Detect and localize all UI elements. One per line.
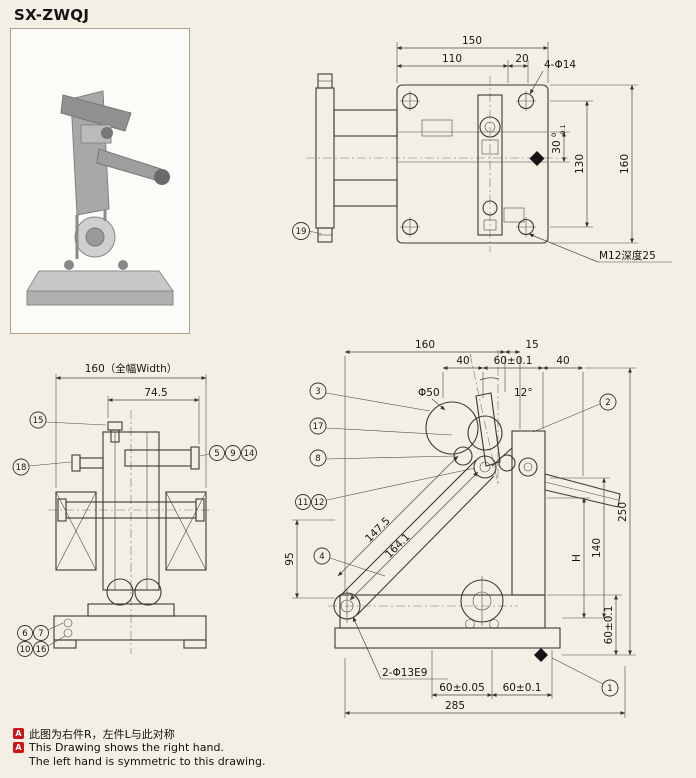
balloon-8: 8 [309,449,457,467]
svg-text:19: 19 [296,227,307,237]
dim-95: 95 [284,552,296,565]
dim-150: 150 [462,35,482,47]
note-marker-a: A [13,728,24,739]
svg-text:18: 18 [16,463,27,473]
dim-160v: 160 [619,154,631,174]
balloon-17: 17 [309,417,453,436]
balloon-1: 1 [551,657,619,697]
note-marker-a2: A [13,742,24,753]
top-view-drawing: 150 110 20 4-Φ14 30 0 -0.1 130 [292,35,672,263]
dim-140: 140 [591,538,603,558]
svg-text:5: 5 [214,449,219,459]
side-view-dimensions: 160 15 40 60±0.1 40 12° Φ50 250 [284,339,636,718]
notes: A 此图为右件R，左件L与此对称 A This Drawing shows th… [13,727,265,769]
product-photo-illustration [26,90,174,306]
note-line3: The left hand is symmetric to this drawi… [29,755,266,768]
dim-angle-12: 12° [514,387,533,399]
dim-4xphi14: 4-Φ14 [544,59,576,71]
dim-20: 20 [515,53,528,65]
balloon-3: 3 [309,382,431,412]
svg-text:17: 17 [313,422,324,432]
note-line1: 此图为右件R，左件L与此对称 [29,727,175,741]
svg-text:12: 12 [314,498,325,508]
dim-60-01: 60±0.1 [503,682,542,694]
dim-H: H [571,554,583,562]
dim-overall-width: 160（全幅Width） [85,362,178,375]
svg-text:9: 9 [230,449,235,459]
svg-text:8: 8 [315,454,320,464]
note-row-en1: A This Drawing shows the right hand. [13,741,265,754]
dim-74-5: 74.5 [144,387,167,399]
top-view-dimensions: 150 110 20 4-Φ14 30 0 -0.1 130 [396,35,672,263]
dim-60-005: 60±0.05 [439,682,485,694]
svg-text:6: 6 [22,629,27,639]
svg-text:0: 0 [550,133,558,137]
svg-text:30: 30 [551,140,563,153]
dim-130: 130 [574,154,586,174]
svg-text:16: 16 [36,645,47,655]
dim-60-right: 60±0.1 [603,606,615,645]
front-view-dimensions: 160（全幅Width） 74.5 [55,362,207,488]
front-view-outline [53,421,207,649]
balloon-6-7: 6 7 [17,622,64,641]
dim-60-top: 60±0.1 [494,355,533,367]
dim-164-1: 164.1 [383,531,413,561]
note-row-cn: A 此图为右件R，左件L与此对称 [13,727,265,741]
dim-110: 110 [442,53,462,65]
svg-text:1: 1 [607,684,612,694]
balloon-2: 2 [532,393,617,433]
svg-text:4: 4 [319,552,324,562]
svg-text:-0.1: -0.1 [559,124,567,137]
side-view-drawing: 160 15 40 60±0.1 40 12° Φ50 250 [284,339,636,718]
svg-text:14: 14 [244,449,255,459]
dim-147-5: 147.5 [363,515,393,545]
balloon-11-12: 11 12 [295,467,476,510]
dim-15: 15 [525,339,538,351]
balloon-19: 19 [292,222,323,240]
dim-m12-thread: M12深度25 [599,249,656,262]
top-view-outline [315,73,549,244]
note-line2: This Drawing shows the right hand. [29,741,224,754]
front-view-drawing: 160（全幅Width） 74.5 15 18 5 9 14 [12,362,257,657]
note-row-en2: The left hand is symmetric to this drawi… [13,755,265,768]
dim-160: 160 [415,339,435,351]
svg-text:10: 10 [20,645,31,655]
balloon-4: 4 [313,547,386,577]
dim-2xphi13e9: 2-Φ13E9 [382,667,427,679]
top-view-centerlines [306,76,568,252]
svg-text:11: 11 [298,498,309,508]
dim-40-left: 40 [456,355,469,367]
svg-text:7: 7 [38,629,43,639]
dim-phi50: Φ50 [418,387,440,399]
dim-40-right: 40 [556,355,569,367]
dim-285: 285 [445,700,465,712]
dim-250: 250 [617,502,629,522]
product-photo-box [10,28,190,334]
svg-text:15: 15 [33,416,44,426]
balloon-15: 15 [29,411,107,429]
datum-diamond [534,648,548,662]
side-view-centerlines [328,350,518,607]
product-photo [26,90,174,306]
balloon-18: 18 [12,458,72,476]
page-title: SX-ZWQJ [14,6,90,24]
dim-30-tolerance: 30 0 -0.1 [550,124,567,153]
svg-text:2: 2 [605,398,610,408]
datum-diamond [529,151,545,166]
front-view-centerlines [48,410,214,654]
balloon-5-9-14: 5 9 14 [199,445,257,461]
balloon-10-16: 10 16 [17,635,66,657]
svg-text:3: 3 [315,387,320,397]
